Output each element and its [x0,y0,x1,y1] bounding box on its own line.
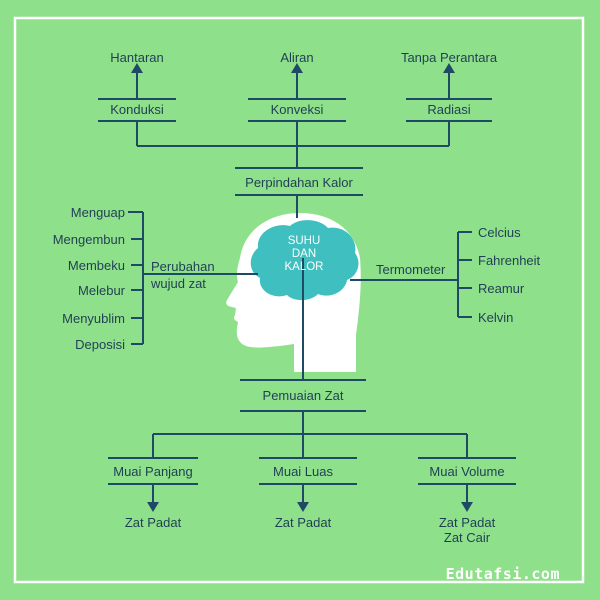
center-line-1: SUHU [287,235,321,247]
arrowhead-up-aliran [291,63,303,73]
label-zat-padat-2: Zat Padat [274,515,332,530]
label-menyublim: Menyublim [62,311,125,326]
label-tanpa-perantara: Tanpa Perantara [400,50,498,65]
label-pemuaian-zat: Pemuaian Zat [262,388,344,403]
watermark: Edutafsi.com [445,565,560,583]
label-celcius: Celcius [478,225,521,240]
label-wujud-zat: wujud zat [151,276,206,291]
arrowhead-down-muai-volume [461,502,473,512]
label-perpindahan-kalor: Perpindahan Kalor [245,175,353,190]
center-topic: SUHU DAN KALOR [285,235,324,274]
label-konduksi: Konduksi [110,102,164,117]
label-reamur: Reamur [478,281,525,296]
arrowhead-up-hantaran [131,63,143,73]
label-zat-padat-3: Zat Padat [438,515,496,530]
arrowhead-up-tanpa-perantara [443,63,455,73]
label-fahrenheit: Fahrenheit [478,253,541,268]
label-membeku: Membeku [67,258,125,273]
label-muai-panjang: Muai Panjang [113,464,193,479]
label-melebur: Melebur [78,283,125,298]
label-konveksi: Konveksi [270,102,324,117]
arrowhead-down-muai-luas [297,502,309,512]
center-line-2: DAN [291,248,317,260]
label-deposisi: Deposisi [75,337,125,352]
brain-shape [250,220,359,301]
arrowhead-down-muai-panjang [147,502,159,512]
center-line-3: KALOR [284,261,324,273]
label-radiasi: Radiasi [427,102,471,117]
label-perubahan: Perubahan [151,259,215,274]
label-muai-volume: Muai Volume [429,464,505,479]
label-hantaran: Hantaran [110,50,164,65]
label-termometer: Termometer [376,262,446,277]
label-zat-cair: Zat Cair [443,530,491,545]
label-menguap: Menguap [70,205,125,220]
label-kelvin: Kelvin [478,310,514,325]
label-muai-luas: Muai Luas [273,464,333,479]
label-aliran: Aliran [280,50,314,65]
frame-border [13,16,585,584]
label-mengembun: Mengembun [52,232,125,247]
label-zat-padat-1: Zat Padat [124,515,182,530]
